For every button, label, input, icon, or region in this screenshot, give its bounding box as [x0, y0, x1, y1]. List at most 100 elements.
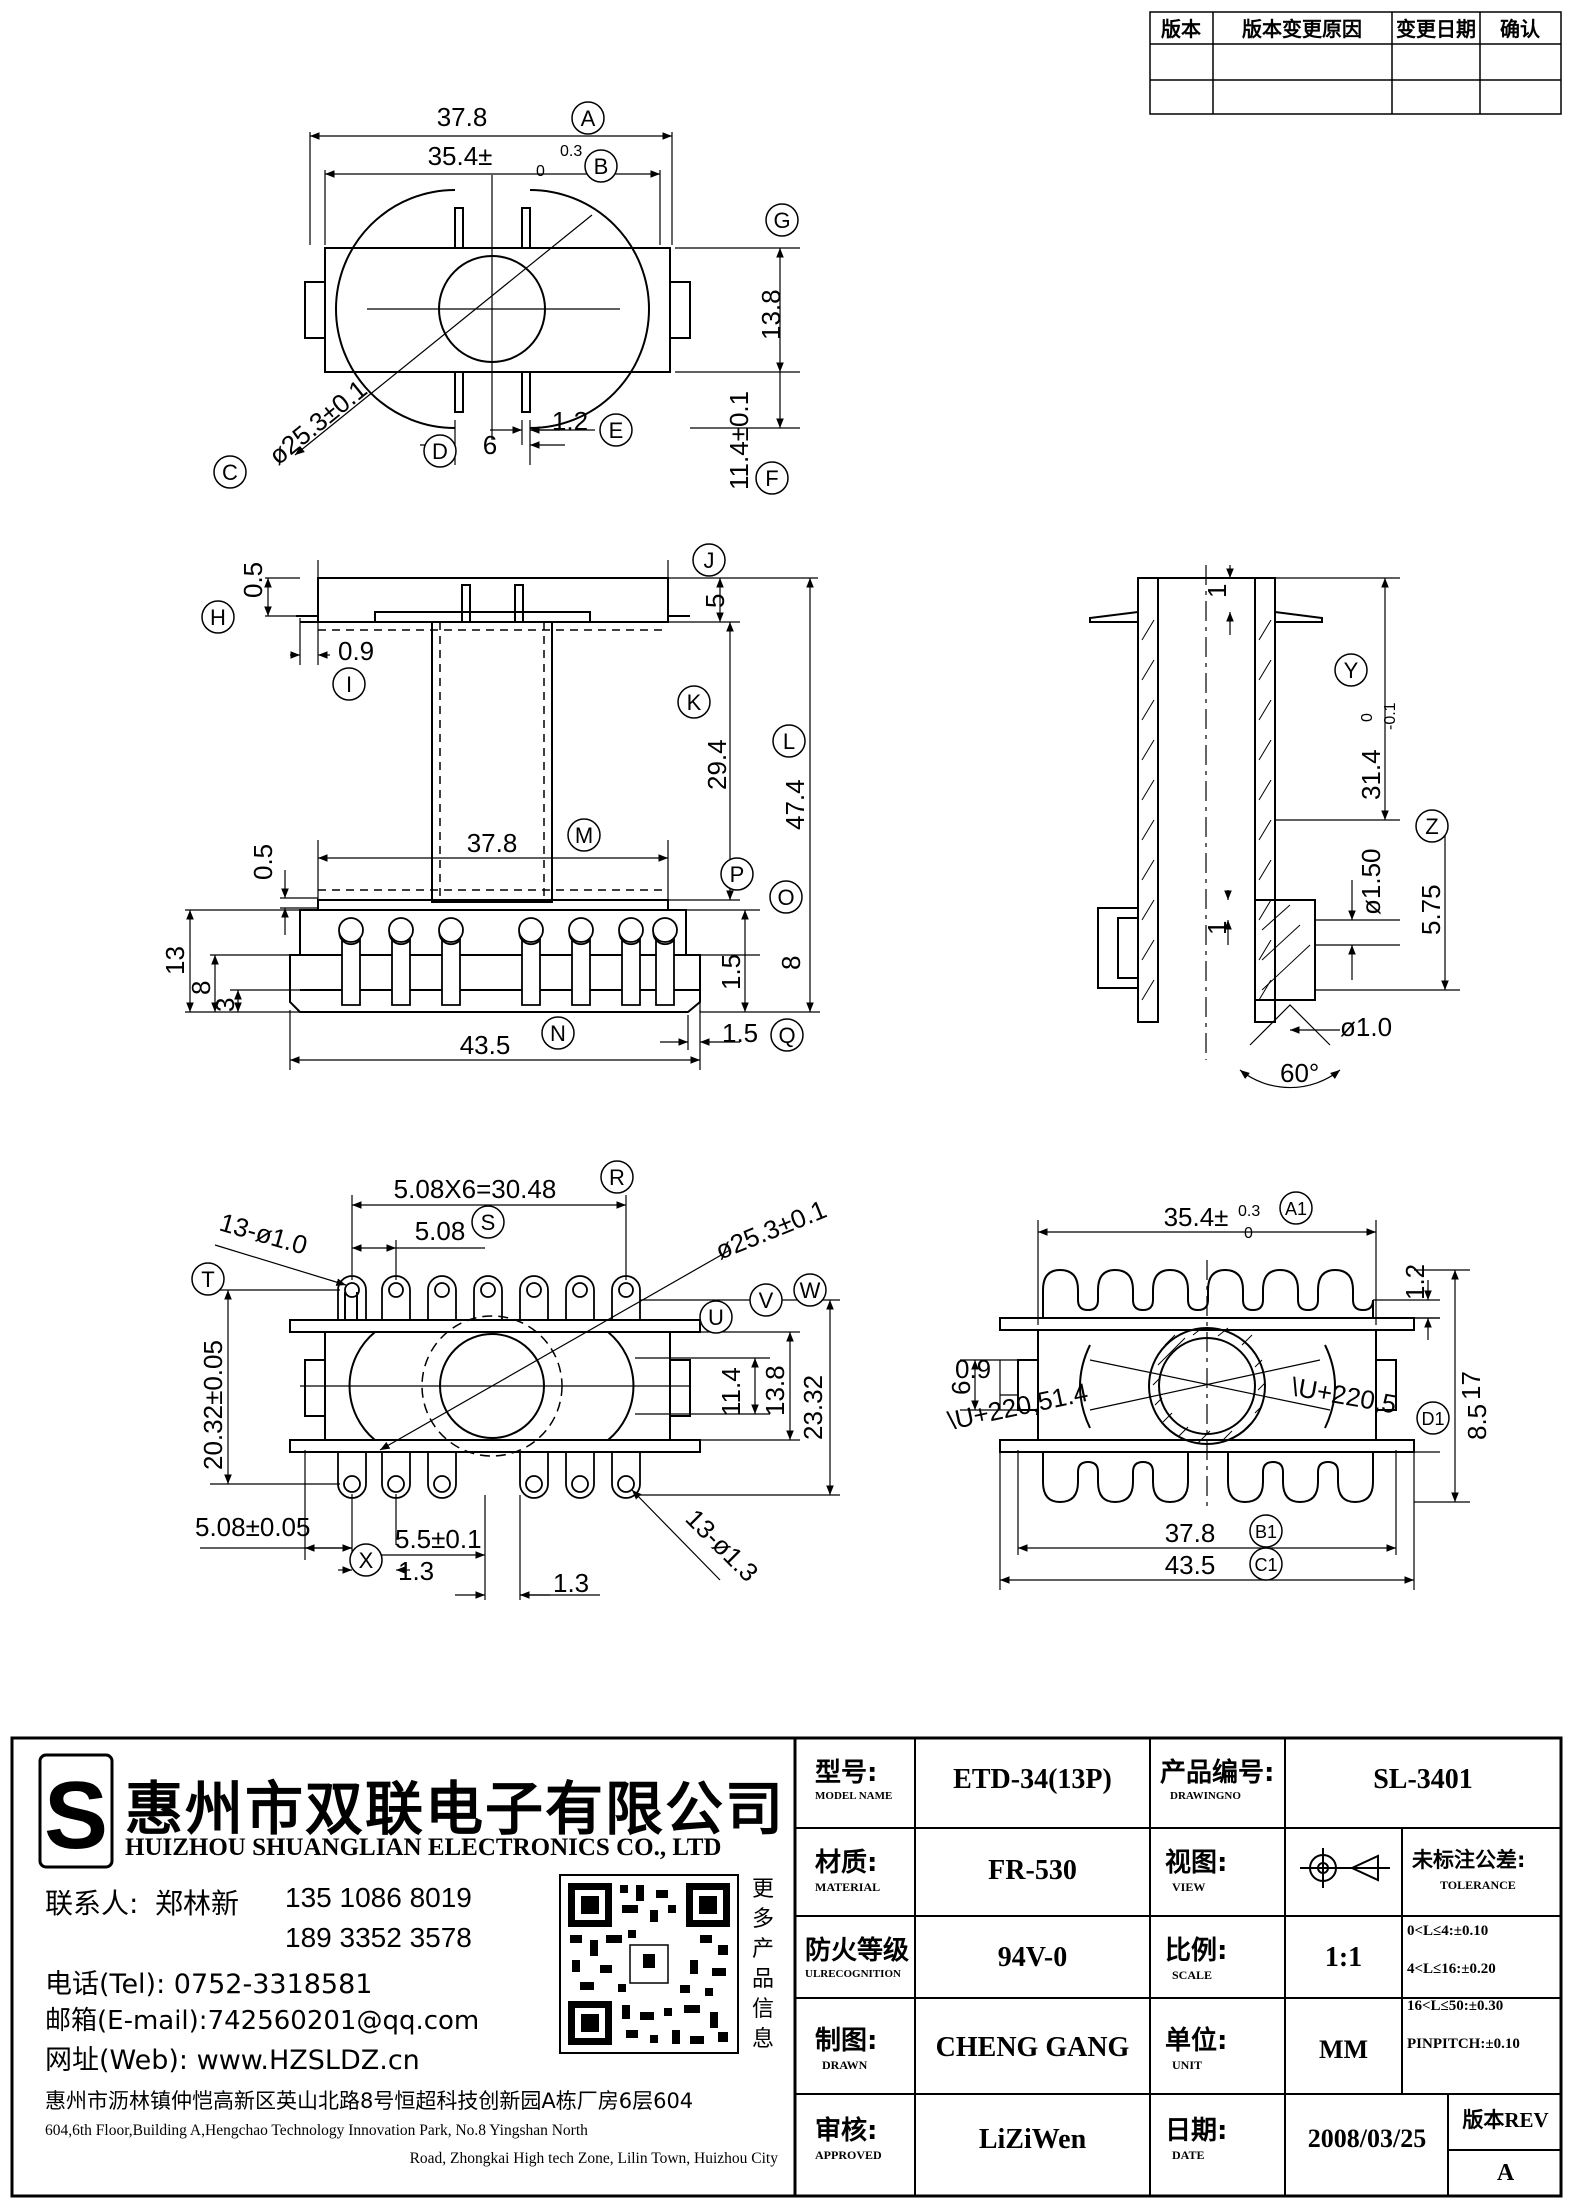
- dim-5-5: 5.5±0.1: [395, 1524, 482, 1554]
- dim-8-left: 8: [186, 981, 216, 995]
- bottom-pin-row: [337, 1451, 641, 1499]
- dim-8-5: 8.5: [1462, 1404, 1492, 1440]
- dim-3: 3: [210, 998, 240, 1012]
- title-block-grid: [795, 1738, 1561, 2196]
- bubble-x: X: [359, 1548, 374, 1573]
- dim-20-32: 20.32±0.05: [198, 1340, 228, 1470]
- dim-17: 17: [1456, 1371, 1486, 1400]
- dim-1-5-bottom: 1.5: [722, 1018, 758, 1048]
- bubble-z: Z: [1425, 814, 1438, 839]
- bubble-b1: B1: [1255, 1522, 1277, 1542]
- bubble-c: C: [222, 460, 238, 485]
- dim-label-right: \U+220,5: [1289, 1371, 1399, 1419]
- dim-47-4: 47.4: [780, 779, 810, 830]
- bubble-i: I: [346, 672, 352, 697]
- bubble-e: E: [609, 418, 624, 443]
- dim-60: 60°: [1280, 1058, 1319, 1088]
- dim-8-right: 8: [776, 956, 806, 970]
- dim-11-4-bottom: 11.4: [716, 1367, 746, 1416]
- side-view: 1 31.4 0 -0.1 ø1.50 5.75 1 ø1.0 60°: [1089, 565, 1460, 1089]
- dim-31-4-tol-top: 0: [1359, 713, 1376, 722]
- dim-23-32: 23.32: [798, 1375, 828, 1440]
- dim-13-8: 13.8: [756, 289, 786, 340]
- dim-5: 5: [700, 594, 730, 608]
- bubble-j: J: [704, 548, 715, 573]
- dim-1-0: ø1.0: [1340, 1012, 1392, 1042]
- rev-header-version: 版本: [1161, 17, 1201, 41]
- bubble-labels: [191, 101, 1450, 1581]
- dim-37-8: 37.8: [437, 102, 488, 132]
- bubble-h: H: [210, 605, 226, 630]
- dim-35-4-tol-bot: 0: [536, 163, 545, 180]
- bubble-f: F: [765, 466, 778, 491]
- company-logo-icon: S: [38, 1753, 114, 1869]
- dim-35-4-tol-top: 0.3: [560, 143, 582, 160]
- dim-35-4-pcb-tol-top: 0.3: [1238, 1203, 1260, 1220]
- dim-5-08: 5.08±0.05: [195, 1512, 310, 1542]
- bubble-t: T: [201, 1267, 214, 1292]
- dim-43-5: 43.5: [460, 1030, 511, 1060]
- bubble-q: Q: [778, 1023, 795, 1048]
- dim-1-top: 1: [1202, 584, 1232, 598]
- dim-1-5-right: 1.5: [716, 954, 746, 990]
- dim-31-4-tol-bot: -0.1: [1382, 702, 1399, 730]
- dim-6-pcb: 6: [946, 1381, 976, 1395]
- rev-header-confirm: 确认: [1500, 17, 1541, 41]
- dim-37-8-front: 37.8: [467, 828, 518, 858]
- dim-0-5-top: 0.5: [238, 562, 268, 598]
- bubble-a: A: [581, 106, 596, 131]
- dim-35-4-pcb: 35.4±: [1164, 1202, 1229, 1232]
- dim-11-4: 11.4±0.1: [724, 391, 754, 490]
- dim-pitch: 5.08: [415, 1216, 466, 1246]
- bubble-d: D: [432, 439, 448, 464]
- bubble-letters: A B C D E F G H I J K L M P O N Q Y Z R …: [201, 106, 1444, 1575]
- front-view: 0.5 0.9 5 29.4 47.4 37.8 0.5 13 8 3 1.5 …: [160, 560, 820, 1070]
- dim-1-3-right: 1.3: [553, 1568, 589, 1598]
- pcb-view: 35.4± 0.3 0 1.2 6 0.9 \U+220,51.4 \U+220…: [945, 1202, 1492, 1590]
- bubble-a1: A1: [1285, 1199, 1307, 1219]
- dim-0-9: 0.9: [338, 636, 374, 666]
- dim-1-2: 1.2: [552, 406, 588, 436]
- dim-1-2-pcb: 1.2: [1400, 1264, 1430, 1300]
- dim-0-5-bottom: 0.5: [248, 844, 278, 880]
- dim-31-4: 31.4: [1356, 749, 1386, 800]
- revision-table: [1149, 11, 1562, 115]
- bubble-c1: C1: [1254, 1555, 1277, 1575]
- dim-holes-top: 13-ø1.0: [216, 1207, 310, 1261]
- title-block-frame: [10, 1736, 1563, 2198]
- bubble-y: Y: [1344, 658, 1359, 683]
- bubble-r: R: [609, 1165, 625, 1190]
- bubble-l: L: [783, 729, 795, 754]
- projection-symbol-icon: [1300, 1848, 1390, 1888]
- dim-43-5-pcb: 43.5: [1165, 1550, 1216, 1580]
- dim-29-4: 29.4: [702, 739, 732, 790]
- bubble-b: B: [594, 154, 609, 179]
- top-pin-row: [337, 1275, 641, 1321]
- front-pins: [338, 917, 678, 1006]
- top-view: 37.8 35.4± 0.3 0 13.8 ø25.3±0.1 6 1.2 11…: [263, 102, 800, 490]
- dim-pitch-total: 5.08X6=30.48: [394, 1174, 557, 1204]
- bubble-u: U: [708, 1305, 724, 1330]
- dim-37-8-pcb: 37.8: [1165, 1518, 1216, 1548]
- dim-1-bottom: 1: [1202, 921, 1232, 935]
- dim-25-3-bottom: ø25.3±0.1: [711, 1194, 831, 1266]
- bubble-n: N: [550, 1021, 566, 1046]
- bubble-o: O: [777, 885, 794, 910]
- dim-1-3-left: 1.3: [398, 1556, 434, 1586]
- dim-35-4-pcb-tol-bot: 0: [1244, 1225, 1253, 1242]
- dim-35-4: 35.4±: [428, 141, 493, 171]
- bubble-k: K: [687, 690, 702, 715]
- dim-1-50: ø1.50: [1356, 849, 1386, 916]
- dim-5-75: 5.75: [1416, 884, 1446, 935]
- rev-header-reason: 版本变更原因: [1242, 17, 1362, 41]
- bubble-m: M: [575, 823, 593, 848]
- bubble-s: S: [481, 1210, 496, 1235]
- logo-letter: S: [44, 1762, 108, 1869]
- dim-25-3: ø25.3±0.1: [263, 374, 373, 471]
- qr-code-icon: [559, 1874, 739, 2054]
- dim-13-8-bottom: 13.8: [760, 1365, 790, 1416]
- dim-13: 13: [160, 946, 190, 975]
- bubble-g: G: [773, 208, 790, 233]
- bubble-v: V: [759, 1288, 774, 1313]
